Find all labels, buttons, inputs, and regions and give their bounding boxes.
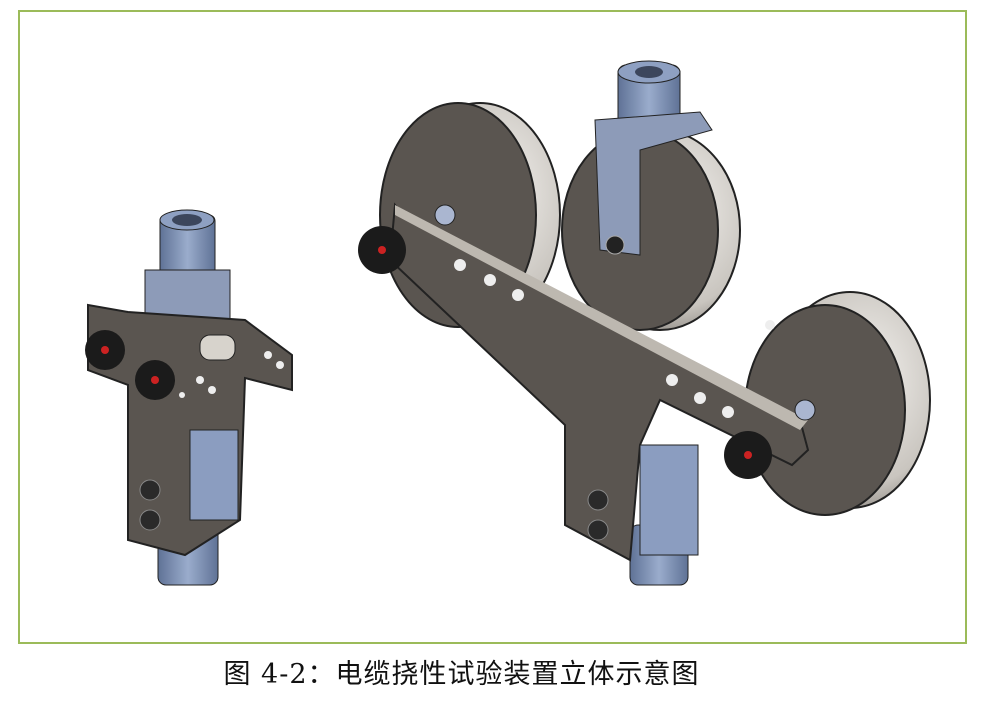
small-pulley-bracket: [85, 209, 293, 586]
figure-caption: 图 4-2：电缆挠性试验装置立体示意图: [0, 652, 983, 691]
large-pulley-assembly: [358, 60, 931, 586]
figure-caption-text: 图 4-2：电缆挠性试验装置立体示意图: [223, 659, 700, 690]
